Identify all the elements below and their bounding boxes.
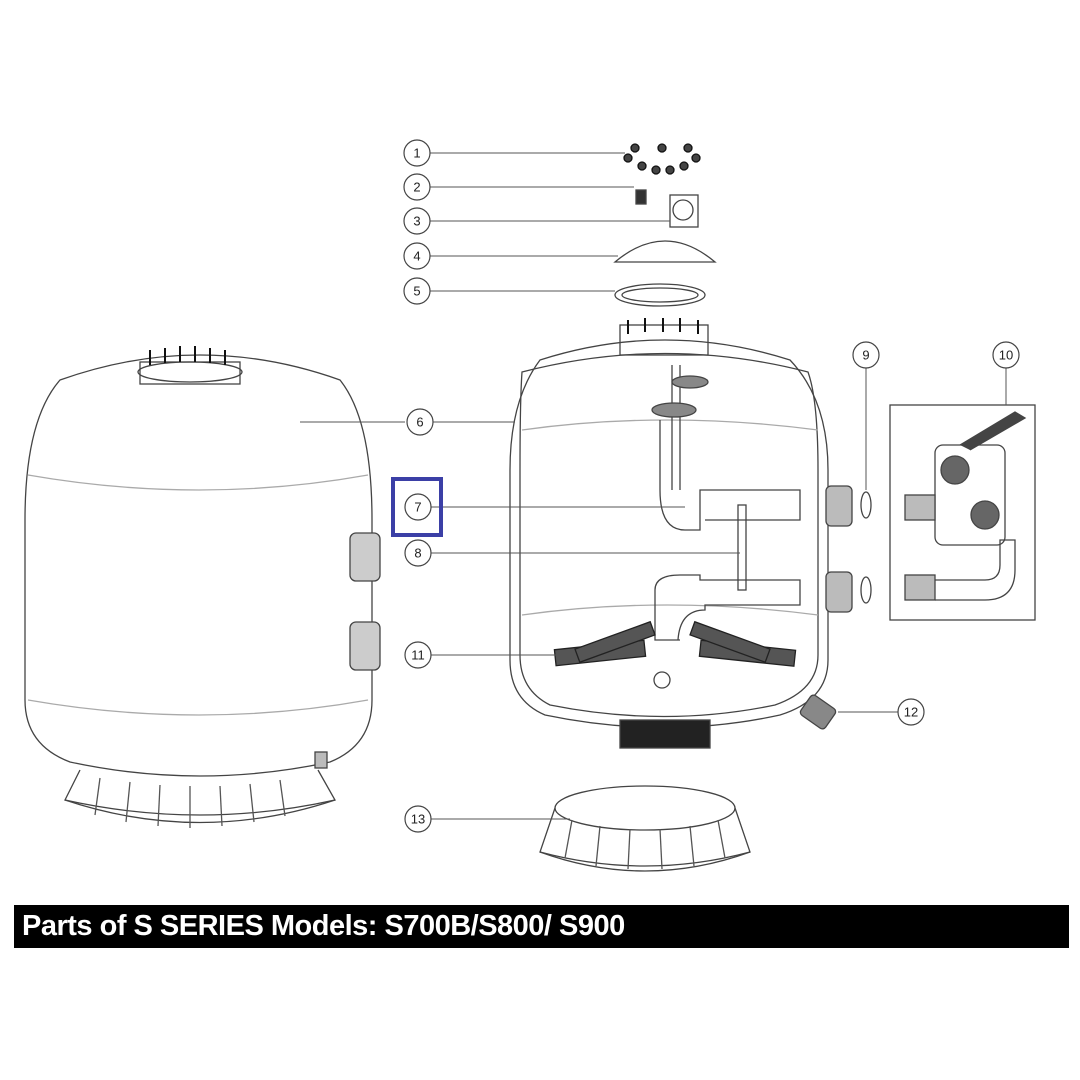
svg-text:9: 9 — [862, 348, 869, 363]
callout-12: 12 — [897, 698, 925, 726]
callout-2: 2 — [403, 173, 431, 201]
multiport-valve — [889, 404, 1036, 621]
callout-9: 9 — [852, 341, 880, 369]
callout-1: 1 — [403, 139, 431, 167]
pressure-gauge — [669, 194, 699, 228]
highlight-box — [391, 477, 443, 537]
lid-o-ring — [614, 283, 706, 307]
svg-text:5: 5 — [413, 284, 420, 299]
air-release-valve — [635, 189, 647, 205]
callout-6: 6 — [406, 408, 434, 436]
tank-base — [539, 785, 751, 872]
svg-text:10: 10 — [999, 348, 1013, 363]
bolt-set — [623, 143, 701, 175]
svg-text:3: 3 — [413, 214, 420, 229]
callout-13: 13 — [404, 805, 432, 833]
tank-lid — [613, 240, 717, 263]
callout-10: 10 — [992, 341, 1020, 369]
svg-text:13: 13 — [411, 812, 425, 827]
svg-text:4: 4 — [413, 249, 420, 264]
callout-5: 5 — [403, 277, 431, 305]
callout-11: 11 — [404, 641, 432, 669]
callout-3: 3 — [403, 207, 431, 235]
svg-text:8: 8 — [414, 546, 421, 561]
svg-text:1: 1 — [413, 146, 420, 161]
svg-text:6: 6 — [416, 415, 423, 430]
callout-8: 8 — [404, 539, 432, 567]
callout-4: 4 — [403, 242, 431, 270]
svg-text:7: 7 — [414, 500, 421, 515]
cutaway-filter-tank — [509, 318, 853, 749]
svg-text:11: 11 — [411, 648, 425, 663]
callout-7: 7 — [404, 493, 432, 521]
drain-plug — [799, 694, 837, 730]
caption-bar: Parts of S SERIES Models: S700B/S800/ S9… — [14, 905, 1069, 948]
svg-text:2: 2 — [413, 180, 420, 195]
assembled-filter-tank — [24, 346, 381, 828]
leader-lines — [300, 152, 1007, 820]
o-rings — [860, 491, 872, 604]
svg-text:12: 12 — [904, 705, 918, 720]
